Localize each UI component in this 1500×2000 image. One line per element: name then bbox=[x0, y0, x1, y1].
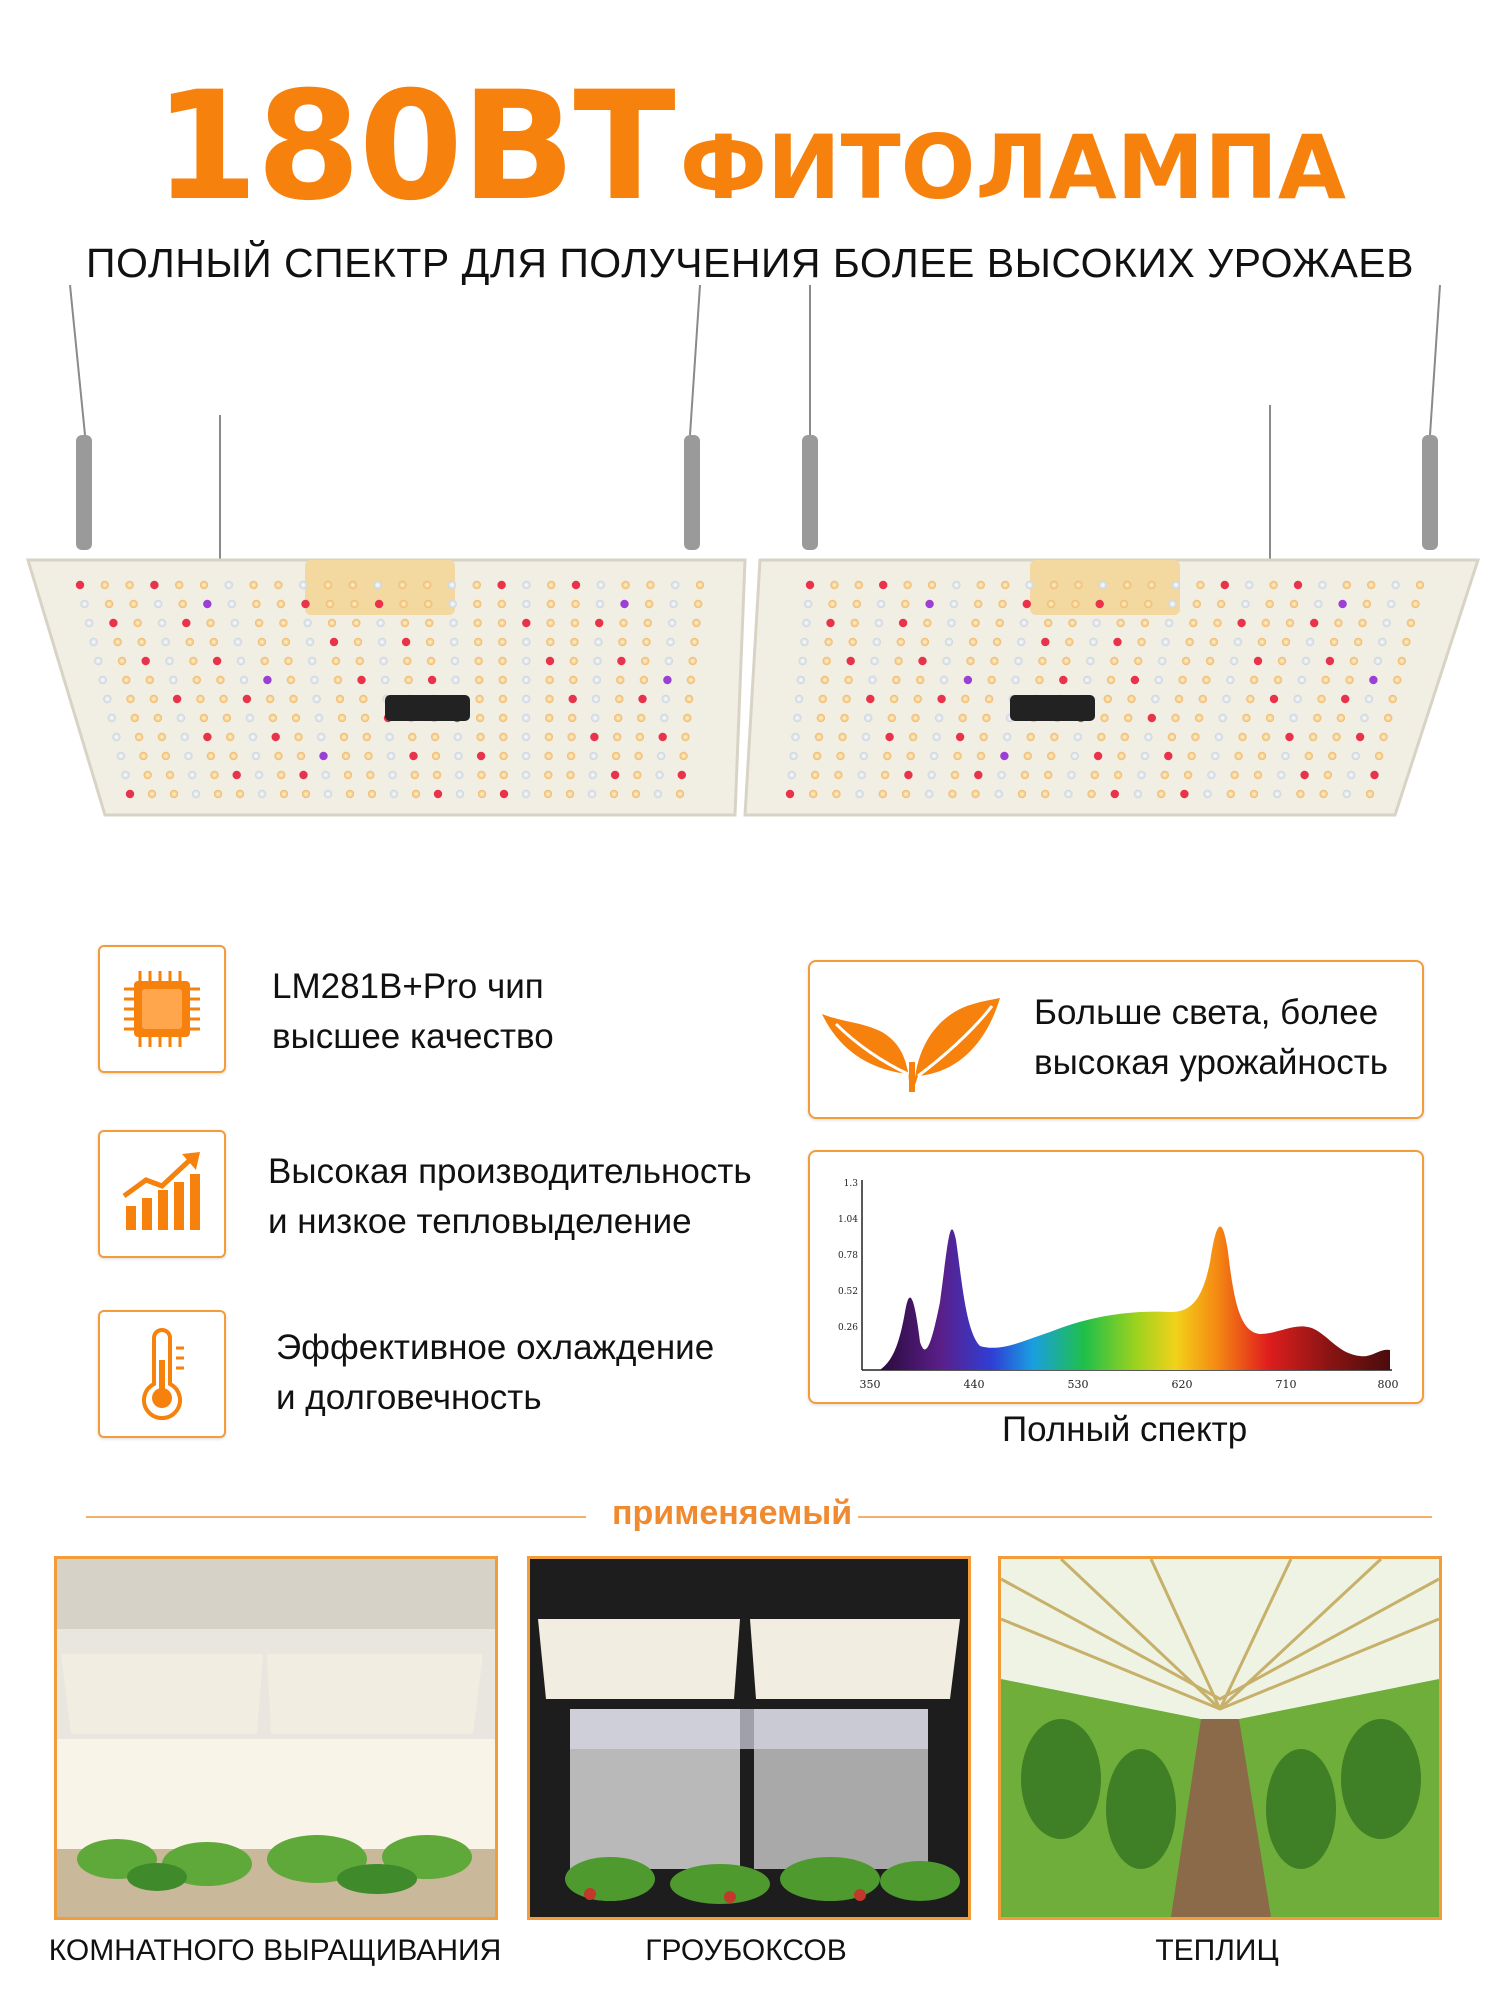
headline: 180ВТФИТОЛАМПА bbox=[0, 60, 1500, 234]
growth-chart-icon bbox=[122, 1152, 200, 1230]
y-tick-0-26: 0.26 bbox=[838, 1323, 858, 1333]
headline-product: ФИТОЛАМПА bbox=[679, 116, 1347, 219]
grow-box-photo bbox=[530, 1559, 968, 1917]
grow-light-panels-image bbox=[25, 285, 1481, 817]
yield-highlight-text: Больше света, более высокая урожайность bbox=[1034, 988, 1388, 1088]
spectrum-chart-box: 350 440 530 620 710 800 1.3 1.04 0.78 0.… bbox=[808, 1150, 1424, 1404]
chip-feature-line2: высшее качество bbox=[272, 1017, 554, 1056]
performance-feature-text: Высокая производительность и низкое тепл… bbox=[268, 1147, 752, 1247]
chip-feature-icon-box bbox=[98, 945, 226, 1073]
performance-feature-icon-box bbox=[98, 1130, 226, 1258]
photo-indoor-growing bbox=[54, 1556, 498, 1920]
thermometer-icon bbox=[142, 1328, 184, 1421]
y-tick-1-04: 1.04 bbox=[838, 1215, 858, 1225]
cooling-feature-line1: Эффективное охлаждение bbox=[276, 1328, 715, 1367]
x-tick-350: 350 bbox=[860, 1378, 881, 1391]
applications-heading: применяемый bbox=[612, 1494, 853, 1532]
caption-grow-box: ГРОУБОКСОВ bbox=[645, 1934, 847, 1967]
yield-highlight-box: Больше света, более высокая урожайность bbox=[808, 960, 1424, 1119]
chip-feature-line1: LM281B+Pro чип bbox=[272, 967, 544, 1006]
x-tick-710: 710 bbox=[1276, 1378, 1297, 1391]
y-tick-1-3: 1.3 bbox=[844, 1179, 859, 1189]
spectrum-caption: Полный спектр bbox=[1002, 1410, 1248, 1449]
cooling-feature-line2: и долговечность bbox=[276, 1378, 542, 1417]
chip-icon bbox=[124, 971, 200, 1047]
performance-feature-line1: Высокая производительность bbox=[268, 1152, 752, 1191]
section-divider-right bbox=[858, 1516, 1432, 1518]
chip-feature-text: LM281B+Pro чип высшее качество bbox=[272, 962, 554, 1062]
yield-highlight-line1: Больше света, более bbox=[1034, 993, 1379, 1032]
performance-feature-line2: и низкое тепловыделение bbox=[268, 1202, 692, 1241]
caption-indoor-growing: КОМНАТНОГО ВЫРАЩИВАНИЯ bbox=[48, 1934, 502, 1967]
yield-highlight-line2: высокая урожайность bbox=[1034, 1043, 1388, 1082]
y-tick-0-52: 0.52 bbox=[838, 1287, 858, 1297]
x-tick-800: 800 bbox=[1378, 1378, 1399, 1391]
headline-wattage: 180ВТ bbox=[153, 60, 676, 234]
cooling-feature-icon-box bbox=[98, 1310, 226, 1438]
x-tick-620: 620 bbox=[1172, 1378, 1193, 1391]
indoor-growing-photo bbox=[57, 1559, 495, 1917]
caption-greenhouse: ТЕПЛИЦ bbox=[1155, 1934, 1279, 1967]
x-tick-440: 440 bbox=[964, 1378, 985, 1391]
spectrum-chart: 350 440 530 620 710 800 1.3 1.04 0.78 0.… bbox=[838, 1179, 1399, 1391]
greenhouse-photo bbox=[1001, 1559, 1439, 1917]
section-divider-left bbox=[86, 1516, 586, 1518]
cooling-feature-text: Эффективное охлаждение и долговечность bbox=[276, 1323, 714, 1423]
spectrum-y-ticks: 1.3 1.04 0.78 0.52 0.26 bbox=[838, 1179, 858, 1333]
x-tick-530: 530 bbox=[1068, 1378, 1089, 1391]
photo-grow-box bbox=[527, 1556, 971, 1920]
subtitle: ПОЛНЫЙ СПЕКТР ДЛЯ ПОЛУЧЕНИЯ БОЛЕЕ ВЫСОКИ… bbox=[85, 240, 1414, 286]
y-tick-0-78: 0.78 bbox=[838, 1251, 858, 1261]
spectrum-x-ticks: 350 440 530 620 710 800 bbox=[860, 1378, 1399, 1391]
photo-greenhouse bbox=[998, 1556, 1442, 1920]
leaf-icon bbox=[822, 998, 1000, 1092]
